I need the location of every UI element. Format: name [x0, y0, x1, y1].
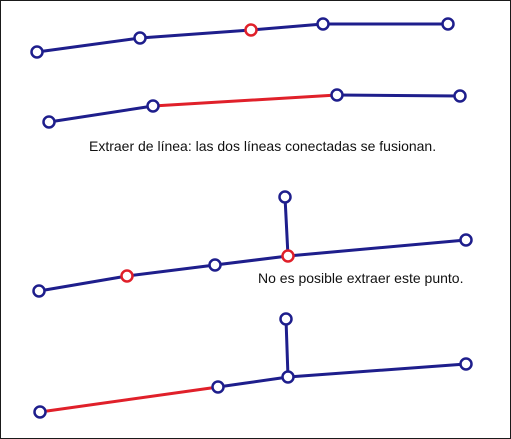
vertex-3b-selected [120, 269, 134, 283]
vertex-3f [278, 190, 292, 204]
line-1c [249, 22, 325, 32]
line-4b [216, 375, 290, 389]
vertex-2b [146, 99, 160, 113]
vertex-1b [133, 31, 147, 45]
vertex-4a [33, 405, 47, 419]
line-3b [125, 263, 217, 278]
line-2b [151, 93, 339, 108]
line-4d [284, 317, 290, 379]
line-2c [335, 93, 462, 98]
line-1b [138, 28, 253, 40]
vertex-3a [32, 284, 46, 298]
vertex-2c [330, 88, 344, 102]
line-1a [35, 36, 142, 54]
caption-cannot-extract: No es posible extraer este punto. [258, 270, 464, 286]
vertex-4d [459, 357, 473, 371]
vertex-1e [441, 17, 455, 31]
vertex-2a [42, 115, 56, 129]
line-4c [286, 362, 468, 379]
vertex-4b [211, 380, 225, 394]
vertex-3c [208, 258, 222, 272]
vertex-3e [459, 233, 473, 247]
vertex-4e [279, 312, 293, 326]
vertex-2d [453, 89, 467, 103]
caption-extract-merge: Extraer de línea: las dos líneas conecta… [89, 138, 437, 154]
vertex-1d [316, 17, 330, 31]
line-3d [286, 238, 468, 258]
line-4a [38, 385, 220, 414]
vertex-1c-selected [244, 23, 258, 37]
line-2a [47, 104, 155, 124]
line-3a [37, 274, 129, 293]
line-3e [283, 195, 290, 258]
vertex-3d-junction [281, 249, 295, 263]
vertex-4c [281, 370, 295, 384]
line-3c [213, 254, 290, 267]
vertex-1a [30, 45, 44, 59]
